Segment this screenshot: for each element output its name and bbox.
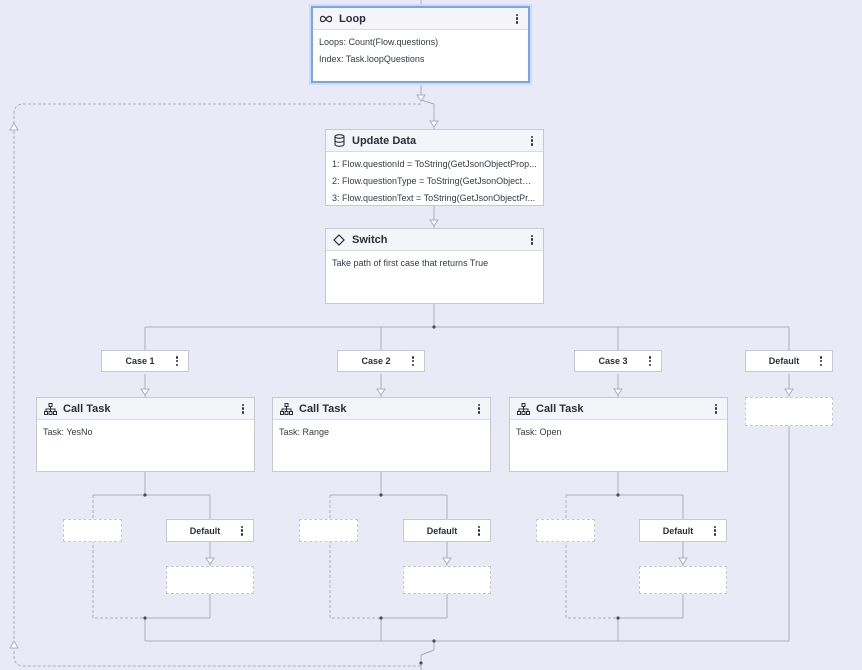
call-task-node-3[interactable]: Call Task Task: Open (509, 397, 728, 472)
call-task-description: Task: YesNo (43, 427, 93, 437)
call-task-header[interactable]: Call Task (37, 398, 254, 420)
inner-default-placeholder[interactable] (166, 566, 254, 594)
case-2-label-text: Case 2 (361, 356, 391, 366)
update-line-3: 3: Flow.questionText = ToString(GetJsonO… (332, 193, 536, 203)
inner-default-placeholder[interactable] (639, 566, 727, 594)
more-options-icon[interactable] (172, 354, 182, 368)
update-line-2: 2: Flow.questionType = ToString(GetJsonO… (332, 176, 537, 186)
call-task-node-1[interactable]: Call Task Task: YesNo (36, 397, 255, 472)
case-1-label[interactable]: Case 1 (101, 350, 189, 372)
call-task-title: Call Task (63, 402, 111, 415)
switch-node[interactable]: Switch Take path of first case that retu… (325, 228, 544, 304)
more-options-icon[interactable] (512, 12, 522, 26)
case-1-label-text: Case 1 (125, 356, 155, 366)
inner-default-text: Default (662, 525, 694, 536)
inner-default-label[interactable]: Default (166, 519, 254, 542)
case-3-label[interactable]: Case 3 (574, 350, 662, 372)
hierarchy-icon (43, 402, 57, 416)
loop-node-title: Loop (339, 12, 366, 25)
more-options-icon[interactable] (474, 524, 484, 538)
more-options-icon[interactable] (711, 402, 721, 416)
more-options-icon[interactable] (408, 354, 418, 368)
inner-case-placeholder[interactable] (63, 519, 122, 542)
switch-header[interactable]: Switch (326, 229, 543, 251)
call-task-header[interactable]: Call Task (273, 398, 490, 420)
loop-node-header[interactable]: Loop (313, 8, 528, 30)
update-data-header[interactable]: Update Data (326, 130, 543, 152)
call-task-title: Call Task (536, 402, 584, 415)
more-options-icon[interactable] (645, 354, 655, 368)
update-data-title: Update Data (352, 134, 417, 147)
inner-default-label[interactable]: Default (403, 519, 491, 542)
more-options-icon[interactable] (238, 402, 248, 416)
case-2-label[interactable]: Case 2 (337, 350, 425, 372)
call-task-description: Task: Range (279, 427, 330, 437)
update-data-node[interactable]: Update Data 1: Flow.questionId = ToStrin… (325, 129, 544, 206)
inner-default-label[interactable]: Default (639, 519, 727, 542)
default-case-placeholder[interactable] (745, 397, 833, 426)
call-task-header[interactable]: Call Task (510, 398, 727, 420)
infinity-icon (319, 12, 333, 26)
update-line-1: 1: Flow.questionId = ToString(GetJsonObj… (332, 159, 537, 169)
call-task-node-2[interactable]: Call Task Task: Range (272, 397, 491, 472)
more-options-icon[interactable] (237, 524, 247, 538)
switch-title: Switch (352, 233, 388, 246)
inner-case-placeholder[interactable] (536, 519, 595, 542)
more-options-icon[interactable] (816, 354, 826, 368)
more-options-icon[interactable] (710, 524, 720, 538)
diamond-icon (332, 233, 346, 247)
call-task-description: Task: Open (516, 427, 562, 437)
inner-default-placeholder[interactable] (403, 566, 491, 594)
inner-case-placeholder[interactable] (299, 519, 358, 542)
inner-default-text: Default (426, 525, 458, 536)
loop-node[interactable]: Loop Loops: Count(Flow.questions) Index:… (311, 6, 530, 83)
loop-index-line: Index: Task.loopQuestions (319, 54, 425, 64)
default-case-label-text: Default (768, 356, 800, 366)
default-case-label[interactable]: Default (745, 350, 833, 372)
hierarchy-icon (516, 402, 530, 416)
more-options-icon[interactable] (527, 233, 537, 247)
more-options-icon[interactable] (527, 134, 537, 148)
inner-default-text: Default (189, 525, 221, 536)
call-task-title: Call Task (299, 402, 347, 415)
more-options-icon[interactable] (474, 402, 484, 416)
database-icon (332, 134, 346, 148)
hierarchy-icon (279, 402, 293, 416)
case-3-label-text: Case 3 (598, 356, 628, 366)
loop-count-line: Loops: Count(Flow.questions) (319, 37, 439, 47)
switch-description: Take path of first case that returns Tru… (332, 258, 489, 268)
